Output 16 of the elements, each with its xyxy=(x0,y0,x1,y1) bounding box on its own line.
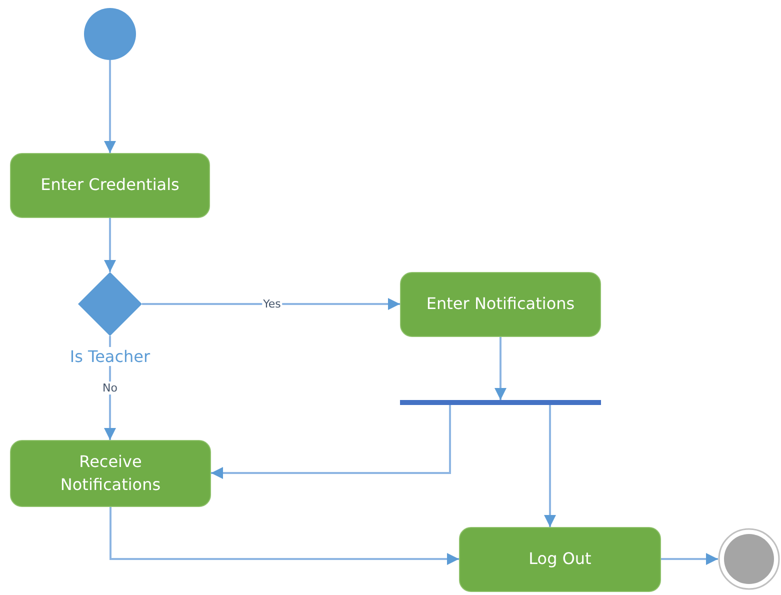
arrow xyxy=(142,298,400,310)
arrow xyxy=(104,60,116,153)
activity-box: Enter Notifications xyxy=(400,272,601,337)
fork-bar xyxy=(400,400,601,405)
arrow xyxy=(544,405,556,527)
edge-label: No xyxy=(102,382,118,394)
arrow xyxy=(104,218,116,272)
activity-box: Enter Credentials xyxy=(10,153,210,218)
activity-box: Receive Notifications xyxy=(10,440,211,507)
arrow xyxy=(110,507,459,565)
decision-label: Is Teacher xyxy=(70,347,150,366)
arrow xyxy=(494,337,506,400)
arrow xyxy=(211,405,451,479)
edge-label: Yes xyxy=(262,298,282,310)
arrow xyxy=(661,553,718,565)
activity-box: Log Out xyxy=(459,527,661,592)
